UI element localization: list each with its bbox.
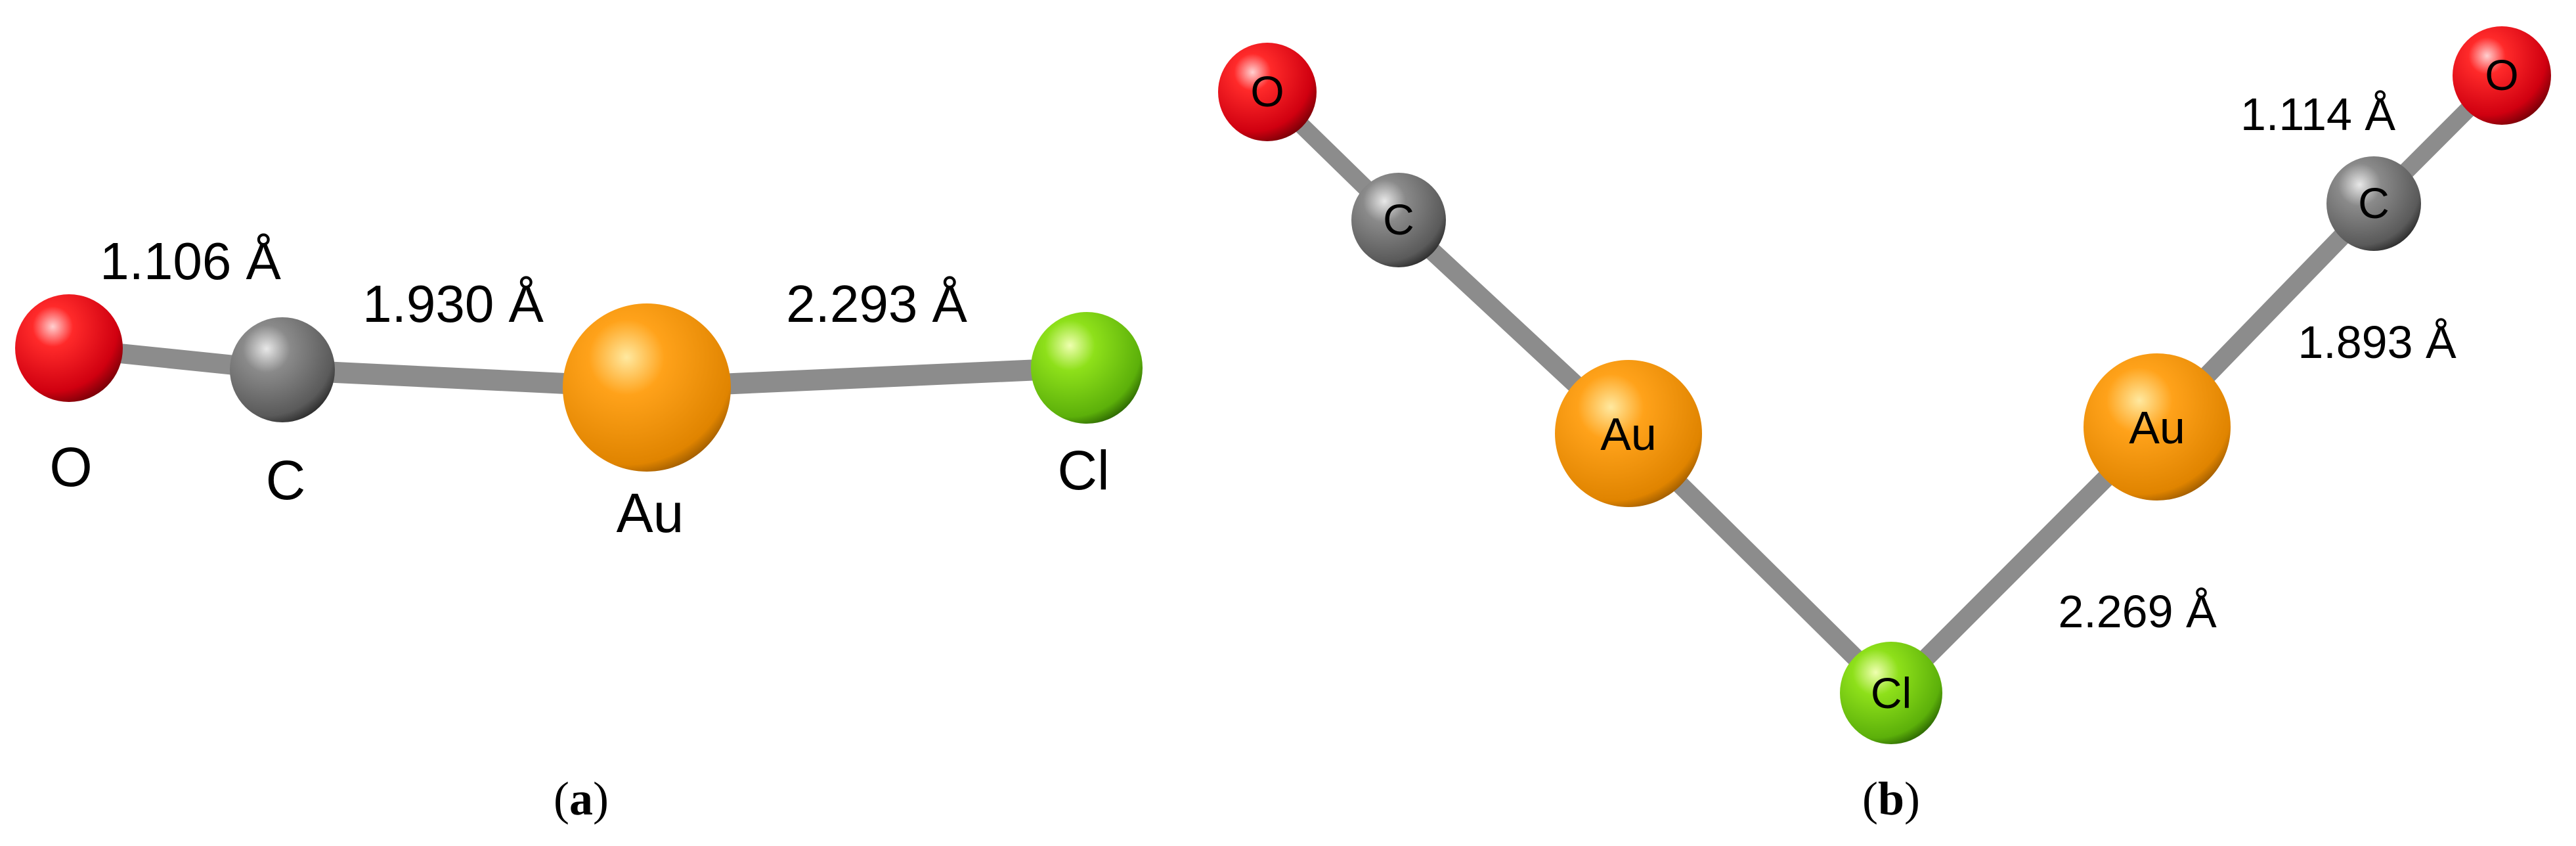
atom-label: Cl xyxy=(1057,439,1109,501)
bond-length-label: 2.269 Å xyxy=(2058,586,2217,637)
atom-c-right xyxy=(2326,156,2421,251)
atom-label: C xyxy=(1383,195,1414,244)
atom-label: O xyxy=(49,436,92,498)
bonds xyxy=(1259,67,2510,702)
panel-a: O C Au Cl 1.106 Å 1.930 Å 2.293 Å (a) xyxy=(15,232,1143,825)
atom-label: O xyxy=(2485,51,2518,99)
atom-labels: O C Au Cl Au C O xyxy=(1250,51,2518,717)
atom-label: O xyxy=(1250,67,1284,116)
atoms xyxy=(1218,26,2551,744)
panel-caption-b: (b) xyxy=(1862,772,1920,825)
atom-label: Au xyxy=(1600,409,1657,460)
atom-c xyxy=(230,317,335,422)
atom-label: C xyxy=(266,449,306,511)
panel-b: O C Au Cl Au C O 1.114 Å 1.893 Å 2.269 Å… xyxy=(1218,26,2551,825)
bond-length-label: 1.893 Å xyxy=(2298,317,2456,368)
atom-cl xyxy=(1031,312,1143,424)
atom-o xyxy=(15,294,123,402)
atom-label: C xyxy=(2358,179,2390,227)
panel-caption-a: (a) xyxy=(554,772,609,825)
bond-length-label: 1.930 Å xyxy=(362,275,544,333)
atom-label: Au xyxy=(617,482,684,544)
atoms xyxy=(15,294,1143,472)
atom-o-left xyxy=(1218,43,1317,141)
atom-c-left xyxy=(1351,173,1446,267)
bond-length-label: 1.114 Å xyxy=(2240,89,2395,140)
bond-length-label: 1.106 Å xyxy=(100,232,281,290)
atom-label: Cl xyxy=(1871,669,1911,717)
bond-length-labels: 1.106 Å 1.930 Å 2.293 Å xyxy=(100,232,967,333)
bond-length-labels: 1.114 Å 1.893 Å 2.269 Å xyxy=(2058,89,2456,637)
atom-o-right xyxy=(2453,26,2551,125)
atom-labels: O C Au Cl xyxy=(49,436,1109,544)
atom-cl xyxy=(1840,642,1942,744)
atom-au-left xyxy=(1555,360,1702,507)
atom-au xyxy=(563,303,731,472)
bond-length-label: 2.293 Å xyxy=(786,275,967,333)
atom-label: Au xyxy=(2129,402,2185,453)
atom-au-right xyxy=(2084,353,2231,501)
